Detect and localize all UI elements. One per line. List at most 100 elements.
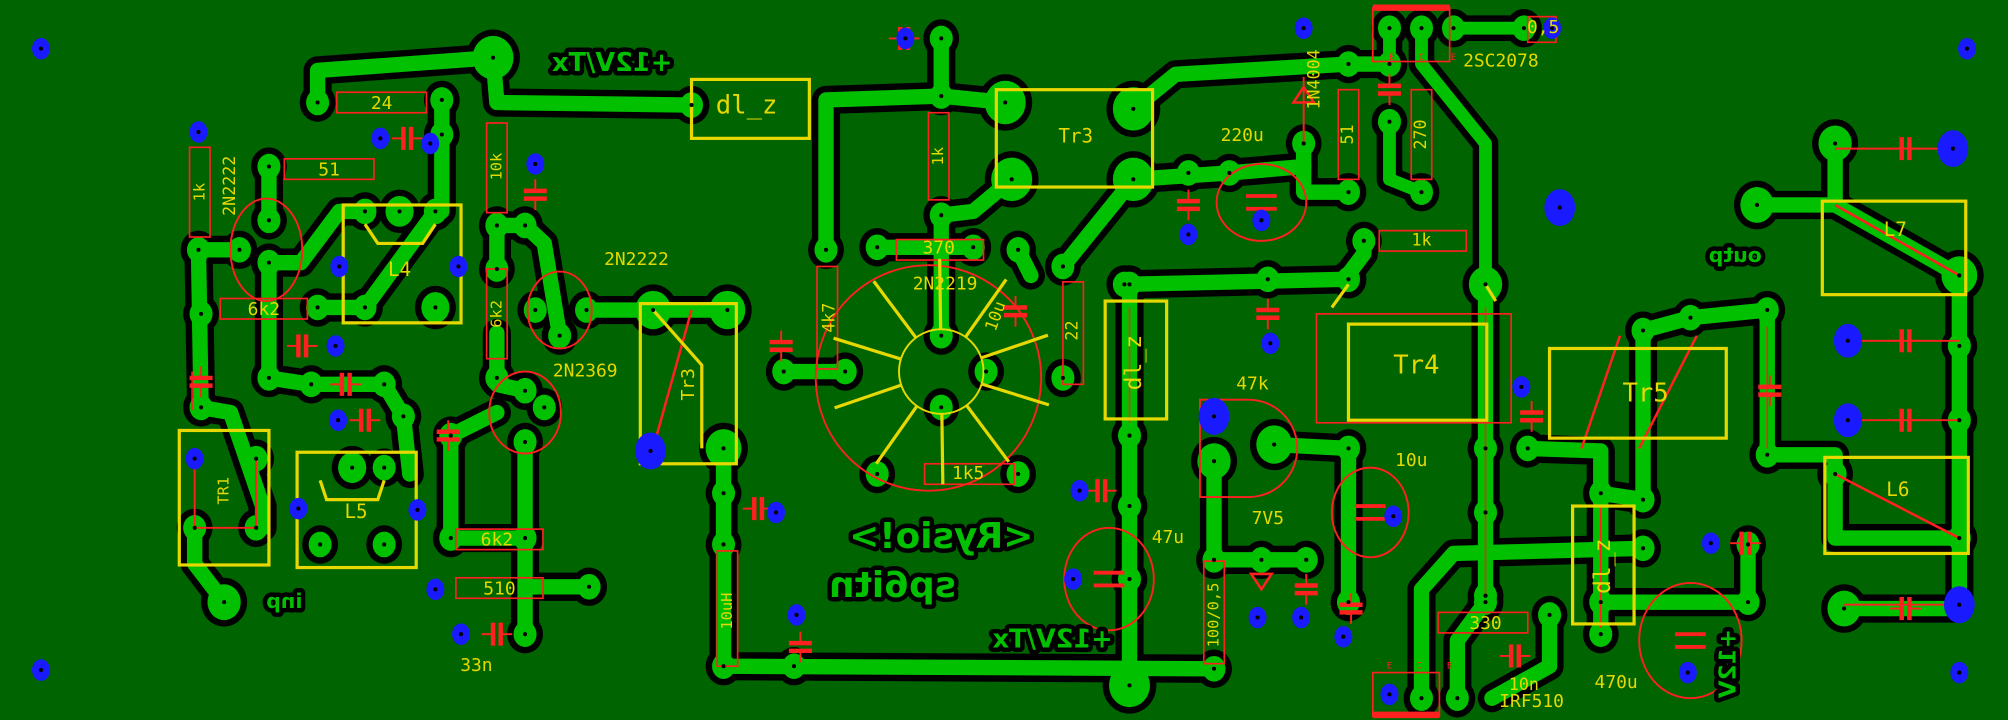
label-r6k2_a: 6k2 [248, 299, 280, 320]
drill-hole [1016, 247, 1021, 252]
drill-hole [266, 260, 271, 265]
drill-hole [823, 247, 829, 252]
drill-hole [1957, 536, 1962, 541]
label-r10k: 10k [487, 152, 505, 181]
drill-hole [494, 223, 499, 228]
drill-hole [1186, 170, 1191, 176]
drill-hole [1483, 600, 1488, 605]
drill-hole [721, 446, 726, 451]
resistor-270 [1410, 88, 1433, 181]
copper-trace [1413, 540, 1651, 706]
drill-hole [336, 418, 341, 423]
drill-hole [721, 491, 726, 496]
pin-label-b: B [1447, 662, 1452, 672]
zener-7v5-symbol [1248, 572, 1275, 592]
drill-hole [199, 311, 204, 316]
drill-hole [971, 245, 976, 250]
drill-hole [1299, 615, 1304, 620]
drill-hole [523, 388, 528, 393]
copper-text-signature2: sp6itn [829, 565, 956, 606]
label-r6k2_b: 6k2 [487, 300, 505, 328]
drill-hole [1419, 696, 1424, 701]
resistor-1k [188, 146, 211, 238]
drill-hole [1127, 504, 1132, 509]
drill-hole [1640, 328, 1646, 333]
drill-hole [1272, 442, 1277, 447]
label-r4k7: 4k7 [819, 303, 838, 333]
drill-hole [1765, 307, 1770, 313]
drill-hole [397, 209, 402, 214]
drill-hole [794, 612, 799, 617]
heatsink-fin [965, 404, 1011, 463]
pin-label-c: C [1416, 662, 1421, 672]
winding-l7 [1834, 203, 1960, 277]
label-r330: 330 [1469, 613, 1501, 634]
drill-hole [1060, 264, 1065, 269]
drill-hole [494, 375, 499, 380]
drill-hole [378, 136, 383, 141]
drill-hole [843, 369, 848, 374]
copper-trace [489, 217, 568, 344]
copper-text-outp: outp [1709, 243, 1762, 267]
drill-hole [1071, 577, 1076, 582]
label-c47u: 47u [1152, 527, 1184, 548]
label-l7: L7 [1884, 218, 1907, 241]
transistor-2n2222 [229, 197, 304, 303]
drill-hole [1550, 26, 1555, 31]
drill-hole [1483, 446, 1488, 451]
drill-hole [318, 542, 323, 547]
drill-hole [1957, 602, 1962, 607]
label-r47k: 47k [1236, 373, 1269, 394]
drill-hole [382, 382, 387, 387]
transistor-2n2222 [526, 270, 593, 350]
drill-hole [1557, 205, 1562, 210]
resistor-51 [283, 158, 375, 181]
copper-text-tx_top: +12V/Tx [552, 48, 673, 78]
resistor-6k2 [455, 528, 544, 551]
drill-hole [401, 414, 406, 419]
pin-label-c: C [1419, 53, 1424, 63]
drill-hole [523, 536, 528, 541]
silk-line [1484, 283, 1498, 302]
drill-hole [1950, 146, 1955, 151]
capacitor-470u [1638, 581, 1743, 700]
drill-hole [584, 307, 589, 313]
drill-hole [1301, 141, 1306, 146]
drill-hole [1745, 600, 1751, 605]
drill-hole [791, 664, 797, 669]
drill-hole [1957, 273, 1962, 278]
drill-hole [1483, 593, 1488, 598]
drill-hole [875, 245, 880, 250]
drill-hole [315, 305, 320, 310]
label-tr3a: Tr3 [678, 368, 699, 400]
heatsink-fin [940, 413, 945, 485]
drill-hole [456, 264, 461, 269]
heatsink-fin [874, 405, 919, 465]
drill-hole [523, 223, 528, 228]
dl-z-outline [1570, 504, 1636, 626]
drill-hole [1521, 26, 1526, 31]
drill-hole [337, 264, 342, 269]
heatsink-fin [834, 383, 902, 410]
drill-hole [1060, 375, 1065, 380]
label-q6: IRF510 [1499, 691, 1564, 712]
drill-hole [721, 542, 726, 547]
drill-hole [1255, 615, 1260, 620]
drill-hole [1598, 491, 1603, 496]
drill-hole [1127, 433, 1132, 438]
resistor-10k [485, 122, 508, 214]
drill-hole [903, 36, 908, 41]
drill-hole [315, 100, 320, 105]
drill-hole [1957, 418, 1962, 423]
drill-hole [1387, 692, 1392, 697]
resistor-4k7 [816, 265, 839, 370]
label-r1k_b: 1k [929, 146, 947, 165]
heatsink-fin [872, 280, 918, 339]
drill-hole [309, 382, 314, 387]
drill-hole [721, 664, 726, 669]
label-r22: 22 [1063, 321, 1082, 341]
drill-hole [1455, 696, 1460, 701]
heatsink-fin [981, 382, 1050, 407]
drill-hole [1745, 542, 1751, 547]
